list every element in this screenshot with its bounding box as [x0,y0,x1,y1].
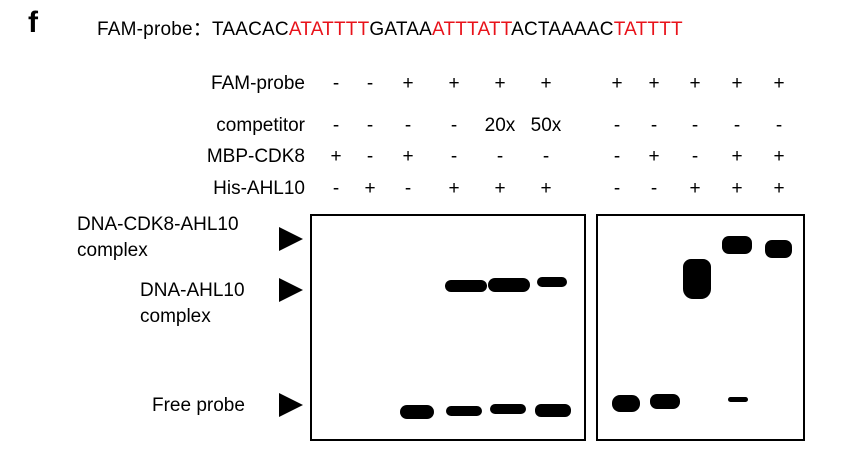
lane-mark: 20x [484,115,516,136]
lane-mark: 50x [530,115,562,136]
free-probe-arrow [279,393,303,417]
row-label: FAM-probe [211,73,305,94]
lane-mark: + [540,73,552,94]
lane-mark: - [332,73,340,94]
lane-mark: + [402,146,414,167]
lane-mark: + [773,146,785,167]
lane-mark: - [366,146,374,167]
sequence-segment: GATAA [369,19,432,40]
cdk8-complex-label: DNA-CDK8-AHL10 complex [77,212,239,264]
ahl10-complex-arrow [279,278,303,302]
lane-mark: + [448,73,460,94]
lane-mark: + [540,178,552,199]
gel-band-cdk8-ahl10-complex [722,236,752,254]
lane-mark: - [650,115,658,136]
lane-mark: + [773,178,785,199]
gel-band-free-probe [535,404,571,417]
lane-mark: + [494,73,506,94]
sequence-segment: TAACAC [211,19,289,40]
lane-mark: - [332,178,340,199]
gel-band-free-probe [446,406,482,416]
row-label: competitor [216,115,305,136]
lane-mark: - [775,115,783,136]
lane-mark: + [448,178,460,199]
lane-mark: - [366,73,374,94]
gel-right [596,214,805,441]
sequence-segment-highlight: ATATTTT [288,19,370,40]
lane-mark: - [733,115,741,136]
gel-band-ahl10-complex [537,277,567,287]
gel-band-ahl10-complex [488,278,530,292]
lane-mark: - [613,178,621,199]
gel-band-ahl10-complex [445,280,487,292]
gel-band-free-probe [400,405,434,419]
ahl10-complex-label: DNA-AHL10 complex [140,278,245,330]
lane-mark: + [689,178,701,199]
sequence-segment-highlight: ATTTATT [431,19,512,40]
probe-sequence: FAM-probe：TAACACATATTTTGATAAATTTATTACTAA… [97,14,683,41]
lane-mark: + [773,73,785,94]
row-label: His-AHL10 [213,178,305,199]
lane-mark: + [494,178,506,199]
lane-mark: + [731,178,743,199]
gel-band-free-probe [490,404,526,414]
sequence-segment: ACTAAAAC [511,19,614,40]
gel-band-free-probe [612,395,640,412]
lane-mark: - [613,146,621,167]
sequence-label: FAM-probe： [97,19,212,40]
lane-mark: - [613,115,621,136]
row-label: MBP-CDK8 [206,146,305,167]
lane-mark: - [542,146,550,167]
lane-mark: + [330,146,342,167]
lane-mark: - [332,115,340,136]
lane-mark: + [731,146,743,167]
sequence-segment-highlight: TATTTT [613,19,683,40]
lane-mark: + [731,73,743,94]
lane-mark: + [648,146,660,167]
lane-mark: + [648,73,660,94]
lane-mark: - [691,115,699,136]
lane-mark: - [496,146,504,167]
ahl10-complex-label-line1: DNA-AHL10 [140,280,245,301]
lane-mark: - [366,115,374,136]
lane-mark: - [404,115,412,136]
lane-mark: - [450,146,458,167]
gel-band-free-probe [728,397,748,402]
lane-mark: - [404,178,412,199]
lane-mark: - [450,115,458,136]
gel-band-cdk8-ahl10-complex [765,240,792,258]
ahl10-complex-label-line2: complex [140,306,211,327]
gel-band-free-probe [650,394,680,409]
cdk8-complex-label-line2: complex [77,240,148,261]
free-probe-label: Free probe [152,395,245,416]
cdk8-complex-arrow [279,227,303,251]
lane-mark: + [611,73,623,94]
cdk8-complex-label-line1: DNA-CDK8-AHL10 [77,214,239,235]
lane-mark: + [689,73,701,94]
gel-band-supershift-smear [683,259,711,299]
lane-mark: - [691,146,699,167]
lane-mark: + [364,178,376,199]
lane-mark: + [402,73,414,94]
panel-letter: f [28,6,38,39]
gel-left [310,214,586,441]
lane-mark: - [650,178,658,199]
